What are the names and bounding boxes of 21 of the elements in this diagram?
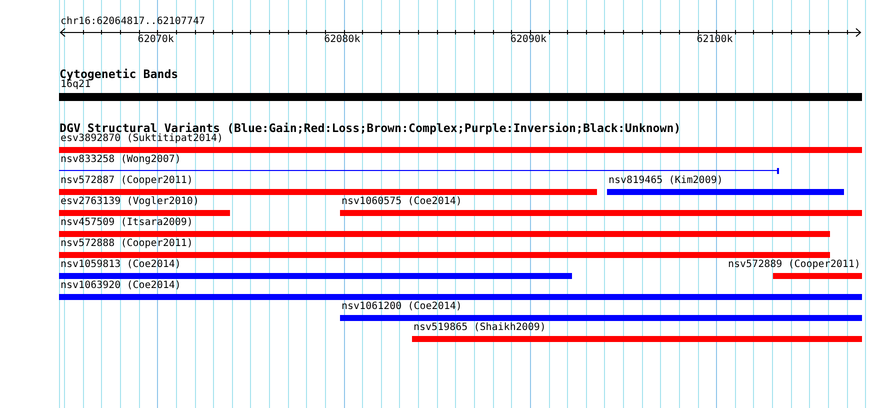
variant-label: nsv833258 (Wong2007) [60, 155, 181, 165]
variant-label: nsv1059813 (Coe2014) [60, 260, 181, 270]
tick-label: 62100k [696, 35, 733, 45]
tick-label: 62070k [138, 35, 174, 45]
variant-label: nsv572887 (Cooper2011) [60, 176, 193, 186]
variant-label: esv2763139 (Vogler2010) [60, 197, 199, 207]
variant-label: nsv1061200 (Coe2014) [342, 302, 462, 312]
variant-label: nsv572889 (Cooper2011) [728, 260, 860, 270]
variant-label: nsv1060575 (Coe2014) [342, 197, 462, 207]
variant-label: nsv519865 (Shaikh2009) [414, 323, 546, 333]
variant-label: nsv457509 (Itsara2009) [60, 218, 193, 228]
coordinate-label: chr16:62064817..62107747 [60, 16, 205, 26]
track-title: Cytogenetic Bands [60, 68, 178, 80]
tick-label: 62090k [510, 35, 547, 45]
variant-label: nsv819465 (Kim2009) [608, 176, 723, 186]
variant-label: nsv1063920 (Coe2014) [60, 281, 181, 291]
track-title: DGV Structural Variants (Blue:Gain;Red:Loss;Brown:Complex;Purple:Inversion;Black:Unknown) [60, 122, 681, 134]
variant-label: nsv572888 (Cooper2011) [60, 239, 193, 249]
tick-label: 62080k [324, 35, 360, 45]
variant-label: esv3892870 (Suktitipat2014) [60, 134, 224, 144]
band-label: 16q21 [60, 80, 91, 90]
